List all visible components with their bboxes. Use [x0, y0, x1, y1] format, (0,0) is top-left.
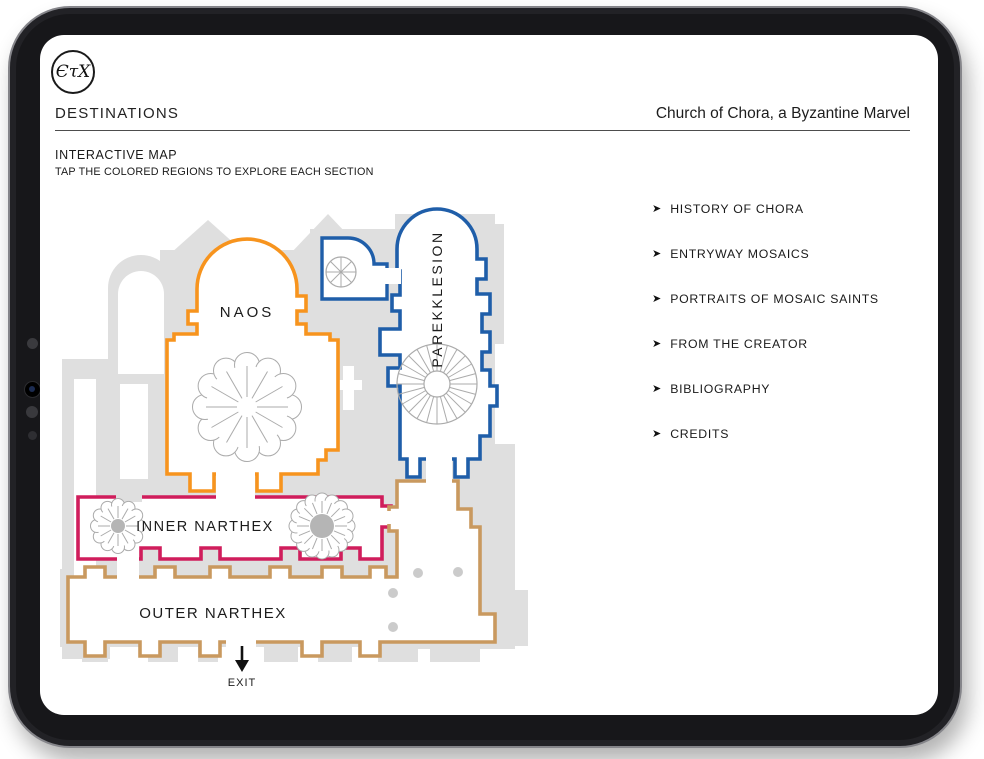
camera-icon	[24, 381, 41, 398]
column-dots	[388, 567, 463, 632]
page-title: Church of Chora, a Byzantine Marvel	[655, 105, 910, 122]
interactive-floorplan-map: NAOS PAREKKLESION INNER NARTHEX OUTER NA…	[60, 207, 528, 689]
tablet-screen: ЄτΧ DESTINATIONS Church of Chora, a Byza…	[40, 35, 938, 715]
map-subheading: TAP THE COLORED REGIONS TO EXPLORE EACH …	[55, 166, 374, 178]
map-heading: INTERACTIVE MAP	[55, 148, 178, 162]
menu-item-entryway-mosaics[interactable]: ➤ ENTRYWAY MOSAICS	[652, 247, 810, 261]
arrow-right-icon: ➤	[652, 202, 662, 215]
sensor-dot-icon	[27, 338, 38, 349]
logo-monogram: ЄτΧ	[55, 62, 91, 82]
naos-label: NAOS	[220, 304, 275, 321]
arrow-right-icon: ➤	[652, 382, 662, 395]
chamber-dome-rosette	[325, 256, 357, 288]
parekklesion-dome-rosette	[396, 343, 478, 425]
destination-menu: ➤ HISTORY OF CHORA ➤ ENTRYWAY MOSAICS ➤ …	[652, 202, 879, 472]
map-intro: INTERACTIVE MAP TAP THE COLORED REGIONS …	[55, 148, 374, 178]
naos-dome-rosette	[192, 352, 302, 462]
doorway-openings	[116, 268, 452, 648]
inner-narthex-dome-right	[288, 492, 356, 560]
app-logo: ЄτΧ	[51, 50, 95, 94]
arrow-right-icon: ➤	[652, 427, 662, 440]
arrow-right-icon: ➤	[652, 247, 662, 260]
tablet-frame: ЄτΧ DESTINATIONS Church of Chora, a Byza…	[8, 6, 962, 748]
sensor-dot-icon	[26, 406, 38, 418]
section-title: DESTINATIONS	[55, 105, 180, 122]
menu-item-from-the-creator[interactable]: ➤ FROM THE CREATOR	[652, 337, 808, 351]
menu-item-history-of-chora[interactable]: ➤ HISTORY OF CHORA	[652, 202, 804, 216]
sensor-dot-icon	[28, 431, 37, 440]
menu-item-credits[interactable]: ➤ CREDITS	[652, 427, 730, 441]
parekklesion-label: PAREKKLESION	[429, 230, 445, 367]
menu-item-portraits-of-mosaic-saints[interactable]: ➤ PORTRAITS OF MOSAIC SAINTS	[652, 292, 879, 306]
inner-narthex-dome-left	[90, 498, 146, 554]
exit-arrow-icon	[235, 646, 249, 672]
outer-narthex-label: OUTER NARTHEX	[139, 605, 287, 622]
header: DESTINATIONS Church of Chora, a Byzantin…	[55, 105, 910, 131]
menu-item-bibliography[interactable]: ➤ BIBLIOGRAPHY	[652, 382, 771, 396]
arrow-right-icon: ➤	[652, 292, 662, 305]
arrow-right-icon: ➤	[652, 337, 662, 350]
exit-label: EXIT	[228, 677, 256, 689]
inner-narthex-label: INNER NARTHEX	[136, 519, 274, 535]
